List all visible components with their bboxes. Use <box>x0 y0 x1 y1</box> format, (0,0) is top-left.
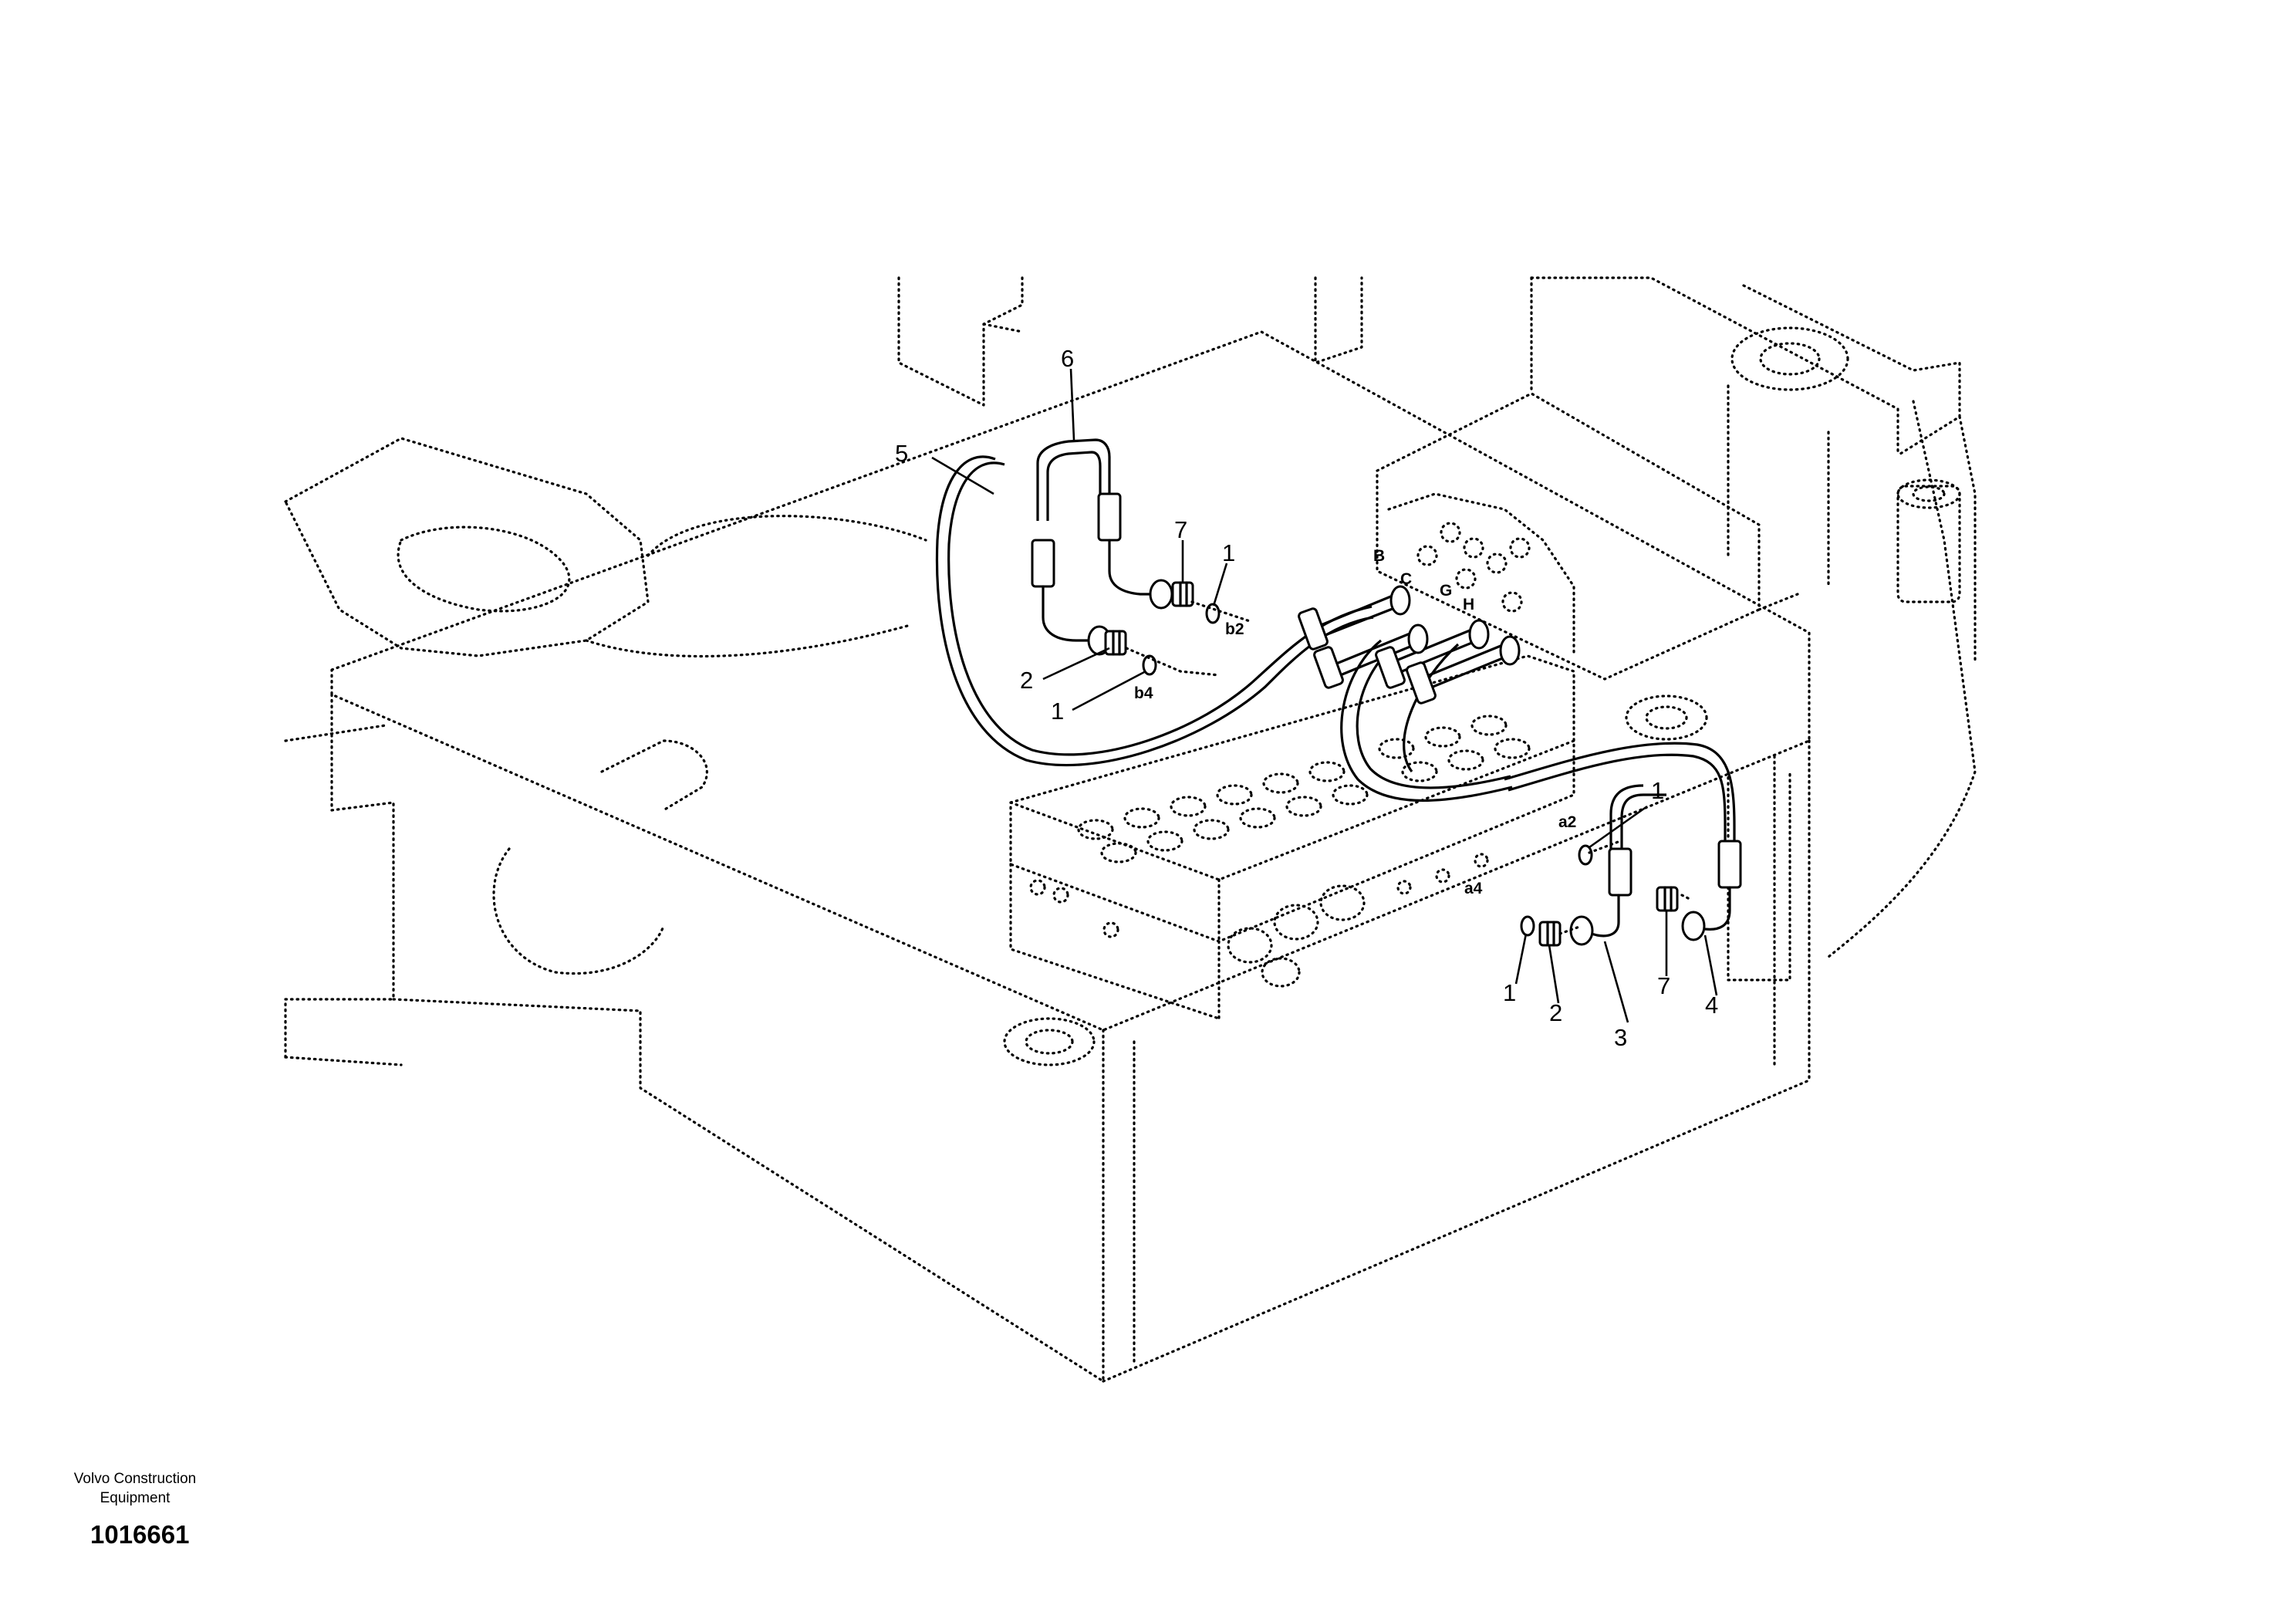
oring-1-right-a2 <box>1578 844 1593 866</box>
port-label-H: H <box>1463 596 1474 613</box>
valve-port-adapters <box>1298 585 1521 705</box>
hose-right-to-3-4 <box>1504 742 1736 849</box>
port-label-b2: b2 <box>1225 620 1244 638</box>
callout-1-lower: 1 <box>1503 979 1516 1006</box>
adapter-7-upper <box>1171 581 1194 607</box>
callout-7-lower: 7 <box>1657 972 1670 999</box>
brand-label: Volvo Construction Equipment <box>54 1469 216 1508</box>
oring-1-right-a4 <box>1520 915 1535 937</box>
machine-frame-outline <box>284 276 1977 1383</box>
port-label-B: B <box>1373 547 1385 565</box>
control-valve-block <box>1009 492 1575 1020</box>
hose-collars <box>1031 492 1742 897</box>
callout-2-lower: 2 <box>1549 999 1562 1026</box>
hose-6-left <box>1036 438 1111 521</box>
callout-6: 6 <box>1061 345 1074 372</box>
elbow-3 <box>1569 894 1620 946</box>
callout-1-upper: 1 <box>1222 539 1235 566</box>
callout-numbers: 5 6 7 1 2 1 1 1 2 3 7 4 <box>895 345 1718 1051</box>
callout-3: 3 <box>1614 1024 1627 1051</box>
brand-line-1: Volvo Construction <box>73 1471 197 1487</box>
hose-5-left <box>935 455 1374 767</box>
adapter-2-right <box>1538 921 1562 947</box>
callout-2-upper: 2 <box>1020 667 1033 694</box>
callout-1-right: 1 <box>1651 777 1664 804</box>
callout-5: 5 <box>895 440 908 467</box>
brand-line-2: Equipment <box>100 1490 171 1506</box>
port-label-G: G <box>1440 582 1452 600</box>
port-label-a4: a4 <box>1464 880 1483 897</box>
callout-7-upper: 7 <box>1174 516 1187 543</box>
assembly-alignment-lines <box>1125 600 1691 935</box>
port-labels: b2 b4 a2 a4 B C G H <box>1134 547 1576 897</box>
port-label-C: C <box>1400 570 1412 588</box>
document-number: 1016661 <box>90 1520 190 1549</box>
port-label-a2: a2 <box>1558 813 1576 831</box>
leader-lines <box>931 368 1718 1023</box>
callout-4: 4 <box>1705 992 1718 1019</box>
elbow-4 <box>1681 886 1731 941</box>
hose-upper-right-bundle <box>1340 639 1513 803</box>
callout-1-left: 1 <box>1051 698 1064 725</box>
adapter-2-upper <box>1104 630 1127 656</box>
port-label-b4: b4 <box>1134 684 1153 702</box>
adapter-7-right <box>1656 886 1679 912</box>
